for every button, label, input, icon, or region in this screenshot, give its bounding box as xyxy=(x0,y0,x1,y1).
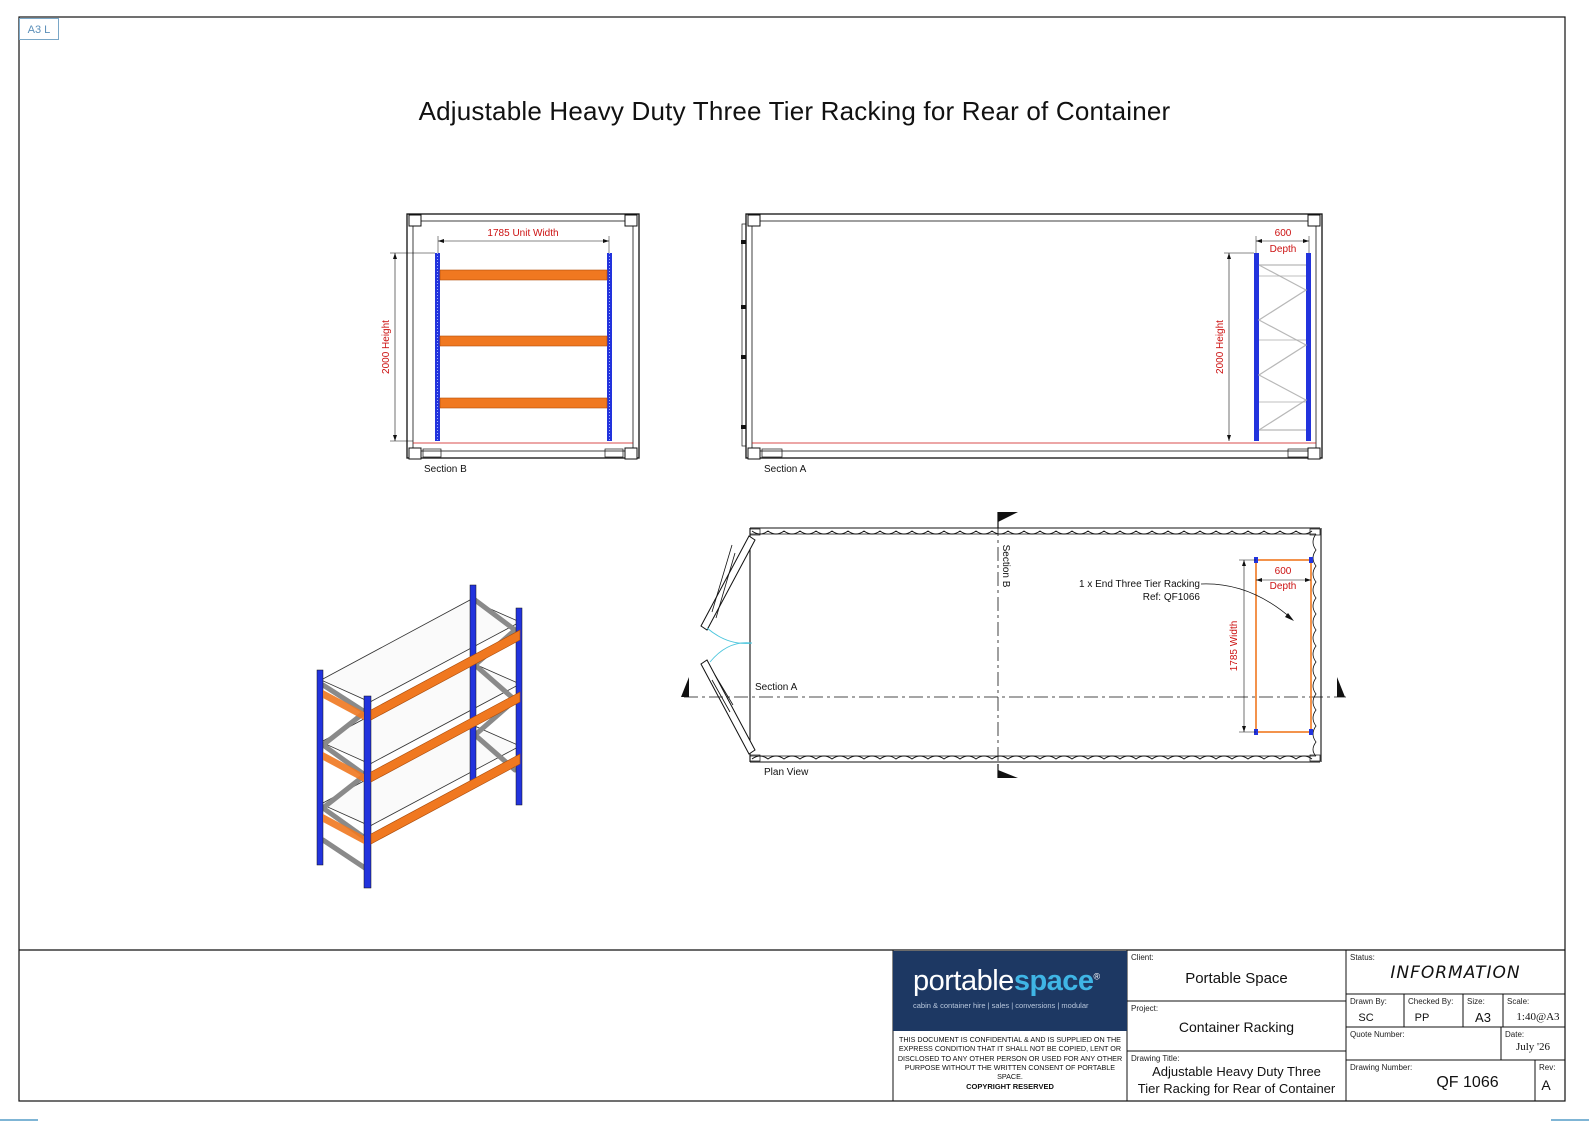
section-b-view: 1785 Unit Width 2000 Height Section B xyxy=(381,213,640,475)
checked-by-value: PP xyxy=(1414,1012,1430,1024)
client-label: Client: xyxy=(1131,953,1154,962)
project-label: Project: xyxy=(1131,1004,1159,1013)
plan-view: Section B Section A 600 Depth 1785 W xyxy=(681,512,1346,778)
section-b-width-dim: 1785 Unit Width xyxy=(487,228,558,239)
isometric-rack-view xyxy=(316,584,523,889)
drawn-by-label: Drawn By: xyxy=(1350,997,1387,1006)
portable-space-logo: portablespace® cabin & container hire | … xyxy=(893,951,1127,1031)
section-a-depth-label: Depth xyxy=(1270,244,1297,255)
section-a-view: 600 Depth 2000 Height Section A xyxy=(741,213,1323,475)
logo-word-main: portable xyxy=(913,965,1014,997)
plan-section-b-marker: Section B xyxy=(1000,545,1011,588)
date-label: Date: xyxy=(1505,1030,1525,1039)
project-value: Container Racking xyxy=(1178,1019,1295,1035)
drawing-number-label: Drawing Number: xyxy=(1350,1063,1413,1072)
rev-label: Rev: xyxy=(1539,1063,1556,1072)
drawn-by-value: SC xyxy=(1358,1012,1374,1024)
confidentiality-disclaimer: THIS DOCUMENT IS CONFIDENTIAL & AND IS S… xyxy=(897,1035,1123,1082)
status-value: INFORMATION xyxy=(1390,963,1521,983)
plan-depth-value: 600 xyxy=(1275,566,1292,577)
quote-number-label: Quote Number: xyxy=(1350,1030,1405,1039)
scale-value: 1:40@A3 xyxy=(1516,1011,1560,1023)
rev-value: A xyxy=(1541,1077,1551,1093)
scale-label: Scale: xyxy=(1507,997,1530,1006)
size-label: Size: xyxy=(1467,997,1485,1006)
sheet-border xyxy=(18,16,1566,1102)
plan-section-a-marker: Section A xyxy=(755,682,798,693)
status-label: Status: xyxy=(1350,953,1375,962)
section-a-height-dim: 2000 Height xyxy=(1215,320,1226,374)
section-a-caption: Section A xyxy=(764,464,807,475)
plan-caption: Plan View xyxy=(764,767,809,778)
logo-word-accent: space xyxy=(1013,965,1094,997)
drawing-title-label: Drawing Title: xyxy=(1131,1054,1180,1063)
drawing-title: Adjustable Heavy Duty Three Tier Racking… xyxy=(418,96,1171,126)
section-a-depth-value: 600 xyxy=(1275,228,1292,239)
drawing-number-value: QF 1066 xyxy=(1436,1074,1499,1091)
checked-by-label: Checked By: xyxy=(1408,997,1454,1006)
drawing-title-line2: Tier Racking for Rear of Container xyxy=(1137,1081,1336,1096)
drawing-title-line1: Adjustable Heavy Duty Three xyxy=(1152,1064,1321,1079)
plan-depth-label: Depth xyxy=(1270,581,1297,592)
client-value: Portable Space xyxy=(1185,970,1288,987)
logo-tagline: cabin & container hire | sales | convers… xyxy=(913,1001,1089,1010)
plan-callout-line2: Ref: QF1066 xyxy=(1143,592,1201,603)
copyright-notice: COPYRIGHT RESERVED xyxy=(966,1082,1054,1091)
section-b-caption: Section B xyxy=(424,464,467,475)
plan-width-dim: 1785 Width xyxy=(1229,621,1240,672)
section-b-height-dim: 2000 Height xyxy=(381,320,392,374)
logo-registered-mark: ® xyxy=(1093,971,1101,982)
size-value: A3 xyxy=(1475,1010,1491,1025)
plan-callout-line1: 1 x End Three Tier Racking xyxy=(1079,579,1200,590)
sheet-size-tag: A3 L xyxy=(19,18,59,40)
date-value: July '26 xyxy=(1515,1041,1551,1053)
